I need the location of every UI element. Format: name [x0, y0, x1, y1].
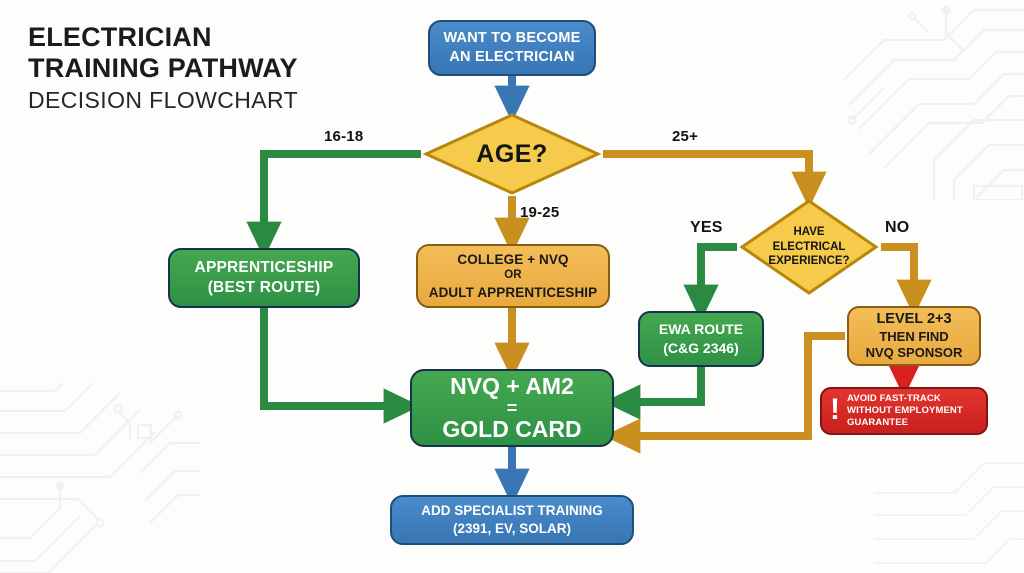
node-add-specialist-training[interactable]: ADD SPECIALIST TRAINING (2391, EV, SOLAR…	[390, 495, 634, 545]
node-college-line-1: COLLEGE + NVQ	[457, 251, 569, 267]
diamond-shape-age	[422, 113, 602, 195]
edge-label-experience-no: NO	[885, 219, 910, 236]
connector-age-to-experience	[603, 150, 827, 209]
edge-label-age-19-25: 19-25	[520, 204, 560, 221]
node-college-line-3: ADULT APPRENTICESHIP	[428, 284, 598, 300]
node-goldcard-line-3: GOLD CARD	[442, 416, 582, 442]
node-goldcard-line-1: NVQ + AM2	[450, 372, 574, 399]
warning-line-1: AVOID FAST-TRACK	[847, 392, 941, 404]
diamond-shape-experience	[739, 199, 879, 295]
title-subtitle: DECISION FLOWCHART	[28, 86, 299, 113]
node-apprenticeship-line-2: (BEST ROUTE)	[207, 279, 321, 296]
node-level-line-1: LEVEL 2+3	[876, 311, 952, 328]
node-level-2-3[interactable]: LEVEL 2+3 THEN FIND NVQ SPONSOR	[847, 306, 981, 366]
node-ewa-line-1: EWA ROUTE	[658, 321, 744, 338]
page-title: ELECTRICIAN TRAINING PATHWAY DECISION FL…	[28, 22, 298, 115]
node-warning-avoid-fast-track[interactable]: ! AVOID FAST-TRACK WITHOUT EMPLOYMENT GU…	[820, 387, 988, 435]
exclamation-icon: !	[830, 392, 840, 426]
connector-age-to-apprenticeship	[246, 150, 421, 259]
node-start-line-1: WANT TO BECOME	[443, 30, 581, 47]
edge-label-age-25-plus: 25+	[672, 128, 699, 145]
decision-age[interactable]: AGE?	[422, 112, 602, 196]
connector-ewa-to-goldcard	[603, 367, 705, 420]
node-specialist-line-2: (2391, EV, SOLAR)	[452, 521, 572, 536]
node-specialist-line-1: ADD SPECIALIST TRAINING	[421, 503, 603, 519]
edge-label-experience-yes: YES	[690, 219, 723, 236]
node-want-to-become-electrician[interactable]: WANT TO BECOME AN ELECTRICIAN	[428, 20, 596, 76]
node-college-line-2: OR	[504, 269, 522, 282]
warning-line-3: GUARANTEE	[847, 417, 909, 429]
node-college-nvq[interactable]: COLLEGE + NVQ OR ADULT APPRENTICESHIP	[416, 244, 610, 308]
connector-experience-yes-to-ewa	[683, 243, 737, 322]
decision-electrical-experience[interactable]: HAVE ELECTRICAL EXPERIENCE?	[739, 198, 879, 296]
node-nvq-am2-gold-card[interactable]: NVQ + AM2 = GOLD CARD	[410, 369, 614, 447]
node-apprenticeship-line-1: APPRENTICESHIP	[194, 258, 334, 276]
connector-experience-no-to-level	[881, 243, 932, 317]
warning-text: AVOID FAST-TRACK WITHOUT EMPLOYMENT GUAR…	[847, 393, 963, 429]
warning-line-2: WITHOUT EMPLOYMENT	[847, 404, 963, 416]
node-level-line-3: NVQ SPONSOR	[865, 345, 963, 361]
node-goldcard-line-2: =	[506, 398, 518, 418]
connector-level-to-goldcard	[603, 332, 845, 454]
connector-apprenticeship-to-goldcard	[260, 308, 421, 424]
node-level-line-2: THEN FIND	[879, 328, 949, 344]
node-apprenticeship[interactable]: APPRENTICESHIP (BEST ROUTE)	[168, 248, 360, 308]
node-ewa-line-2: (C&G 2346)	[663, 340, 739, 356]
edge-label-age-16-18: 16-18	[324, 128, 364, 145]
node-start-line-2: AN ELECTRICIAN	[449, 49, 575, 65]
title-line-2: TRAINING PATHWAY	[28, 52, 298, 83]
node-ewa-route[interactable]: EWA ROUTE (C&G 2346)	[638, 311, 764, 367]
title-line-1: ELECTRICIAN	[28, 22, 212, 52]
